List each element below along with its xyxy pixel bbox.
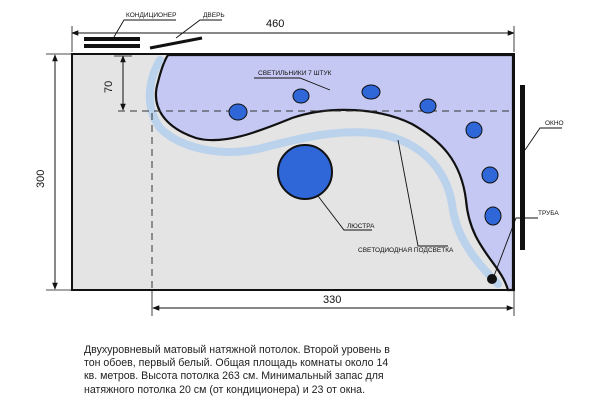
door-leader: [175, 19, 222, 39]
pipe-icon: [487, 274, 497, 284]
spot-light: [361, 84, 381, 100]
conditioner-icon: [84, 44, 140, 48]
lower-width-dimension-value: 330: [323, 294, 341, 306]
led-strip-label: СВЕТОДИОДНАЯ ПОДСВЕТКА: [358, 247, 454, 254]
spot-light: [292, 88, 310, 104]
caption-line: Двухуровневый матовый натяжной потолок. …: [84, 344, 390, 356]
window-leader: [524, 127, 562, 151]
chandelier-label: ЛЮСТРА: [347, 223, 375, 230]
door-label: ДВЕРЬ: [203, 12, 225, 19]
description-caption: Двухуровневый матовый натяжной потолок. …: [84, 344, 390, 397]
spot-light: [228, 103, 248, 121]
spot-lights: [228, 84, 502, 226]
caption-line: натяжного потолка 20 см (от кондиционера…: [84, 383, 366, 396]
door-icon: [149, 36, 203, 50]
conditioner-label: КОНДИЦИОНЕР: [126, 12, 176, 19]
spot-light: [465, 121, 483, 139]
caption-line: кв. метров. Высота потолка 263 см. Миним…: [84, 370, 384, 383]
height-dimension-value: 300: [35, 170, 47, 188]
led-strip-contour: [145, 56, 502, 288]
window-icon: [520, 85, 525, 250]
conditioner-leader: [113, 19, 176, 38]
pipe-label: ТРУБА: [538, 210, 559, 217]
spot-light: [419, 98, 437, 114]
window-label: ОКНО: [545, 120, 564, 127]
chandelier-icon: [277, 144, 333, 200]
caption-line: тон обоев, первый белый. Общая площадь к…: [84, 357, 389, 370]
width-dimension-value: 460: [266, 18, 284, 30]
upper-depth-dimension-value: 70: [103, 81, 115, 93]
lights-leader: [254, 77, 331, 91]
pipe-leader: [493, 217, 538, 277]
spot-light: [481, 166, 499, 184]
spot-light: [484, 206, 502, 226]
conditioner-icon: [84, 37, 140, 41]
ceiling-plan-diagram: КОНДИЦИОНЕР ДВЕРЬ СВЕТИЛЬНИКИ 7 ШТУК ОКН…: [35, 12, 564, 316]
chandelier-leader: [317, 195, 372, 231]
lights-label: СВЕТИЛЬНИКИ 7 ШТУК: [258, 70, 332, 77]
led-leader: [397, 139, 448, 247]
